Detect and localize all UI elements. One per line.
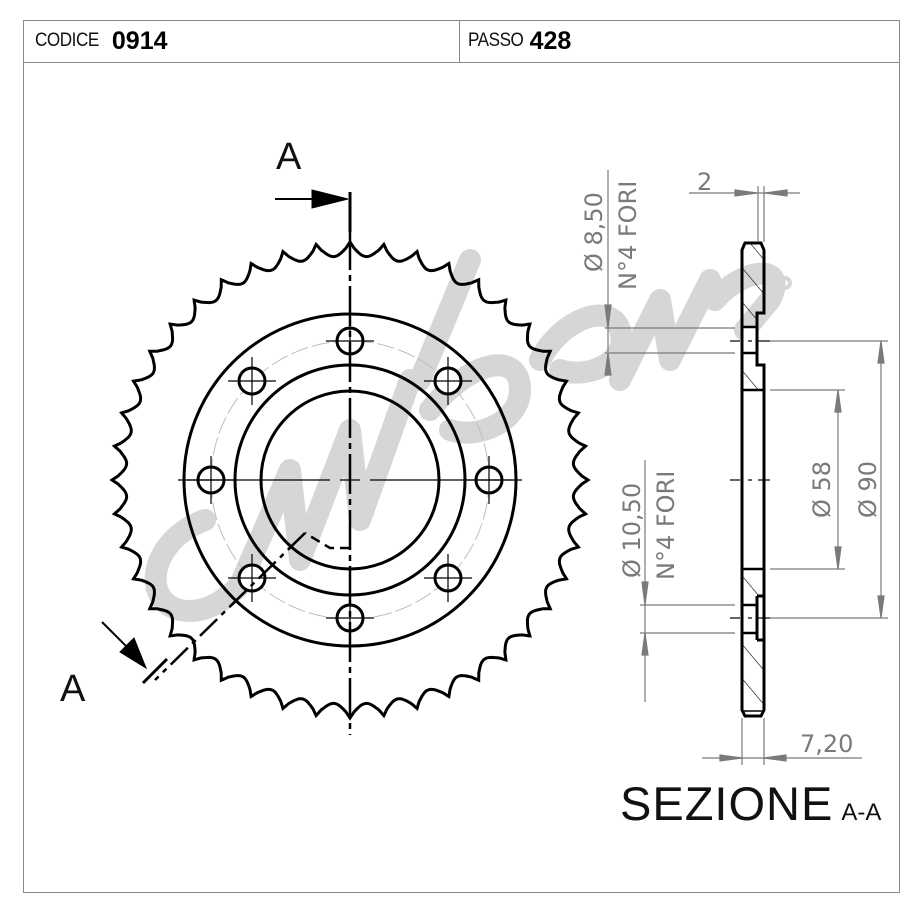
dim-thickness: 7,20 (800, 730, 853, 758)
dim-large-hole-count: N°4 FORI (652, 471, 680, 580)
dim-small-hole-diameter: Ø 8,50 (580, 192, 608, 272)
dimension-labels: 2 7,20 Ø 8,50 N°4 FORI Ø 10,50 N°4 FORI … (580, 168, 882, 758)
pitch-label: PASSO (468, 30, 524, 51)
drawing-frame (23, 20, 900, 893)
code-label: CODICE (35, 30, 99, 51)
pitch-cell: PASSO 428 (460, 20, 900, 62)
dimension-lines (604, 170, 888, 765)
dim-large-hole-diameter: Ø 10,50 (618, 483, 646, 578)
section-caption-suffix: A-A (841, 799, 882, 826)
title-block: CODICE 0914 PASSO 428 (23, 20, 900, 63)
center-lines (178, 230, 522, 735)
watermark-logo (144, 249, 792, 622)
section-marker-bottom: A (60, 668, 86, 710)
code-cell: CODICE 0914 (23, 20, 460, 62)
section-marker-top: A (276, 136, 302, 178)
dim-small-hole-count: N°4 FORI (614, 181, 642, 290)
dim-inner-diameter: Ø 58 (808, 461, 836, 518)
section-caption: SEZIONE A-A (620, 776, 881, 831)
section-line-a-a (101, 189, 352, 685)
dim-bolt-circle-diameter: Ø 90 (854, 461, 882, 518)
pitch-value: 428 (529, 26, 572, 55)
section-caption-title: SEZIONE (620, 777, 834, 830)
code-value: 0914 (111, 26, 168, 55)
bolt-holes (187, 317, 513, 642)
section-view (730, 241, 770, 718)
dim-offset-top: 2 (697, 168, 712, 196)
